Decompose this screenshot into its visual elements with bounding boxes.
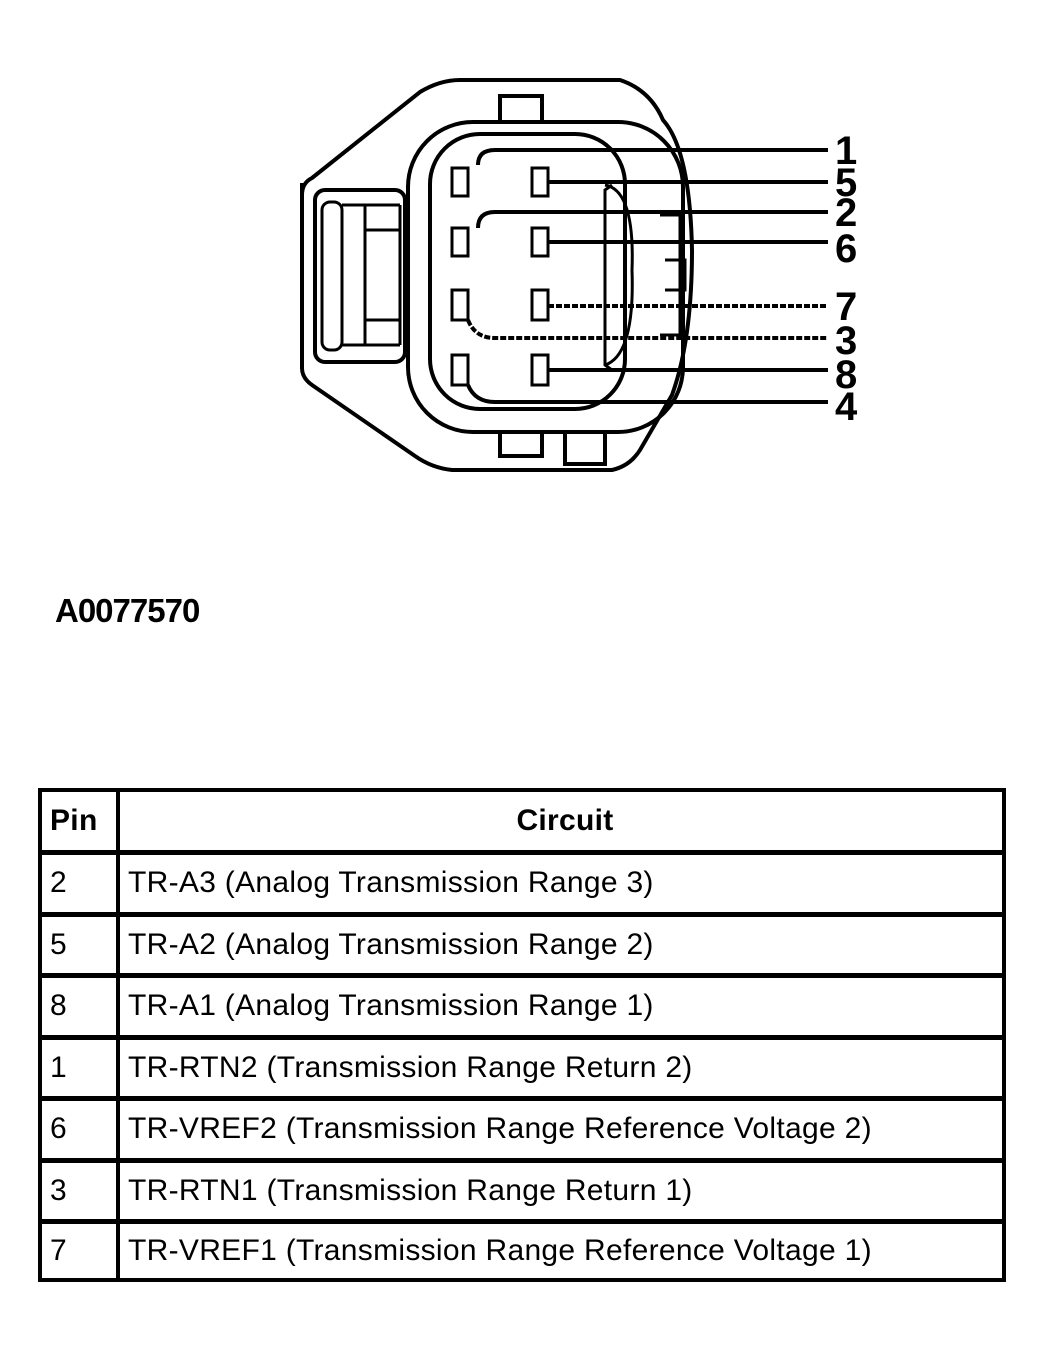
cavity-inner-border [428,132,627,411]
bottom-tab-right [563,430,607,466]
left-latch-outer [313,188,407,364]
pin-label: 3 [835,319,857,363]
cavity-outer-border [406,120,685,434]
connector-diagram: 1 5 2 6 7 3 8 4 [300,78,858,472]
pin-terminal [530,353,550,387]
header-circuit: Circuit [120,792,1002,855]
left-latch-inner [320,200,344,352]
pin-terminal [530,288,550,322]
leader-line-pin-1 [476,148,828,166]
pin-label: 2 [835,191,857,235]
leader-line-pin-4 [466,384,828,404]
pin-terminal [450,226,470,258]
pin-label: 6 [835,227,857,271]
pin-cell: 3 [42,1162,120,1225]
table-row: 1 TR-RTN2 (Transmission Range Return 2) [42,1039,1002,1102]
pin-terminal [530,166,550,198]
table-row: 6 TR-VREF2 (Transmission Range Reference… [42,1101,1002,1163]
table-row: 8 TR-A1 (Analog Transmission Range 1) [42,978,1002,1040]
pin-cell: 7 [42,1224,120,1278]
circuit-cell: TR-A3 (Analog Transmission Range 3) [120,855,1002,917]
pin-cell: 8 [42,978,120,1040]
circuit-cell: TR-VREF2 (Transmission Range Reference V… [120,1101,1002,1163]
pin-label: 4 [835,385,858,429]
table-row: 5 TR-A2 (Analog Transmission Range 2) [42,916,1002,979]
right-rib [603,183,687,372]
table-row: 7 TR-VREF1 (Transmission Range Reference… [42,1224,1002,1278]
circuit-cell: TR-RTN2 (Transmission Range Return 2) [120,1040,1002,1102]
pin-cell: 6 [42,1101,120,1163]
pin-label: 7 [835,285,857,329]
top-latch-tab [498,94,544,124]
pin-circuit-table: Pin Circuit 2 TR-A3 (Analog Transmission… [38,788,1006,1282]
table-row: 3 TR-RTN1 (Transmission Range Return 1) [42,1162,1002,1225]
pin-cell: 2 [42,855,120,917]
circuit-cell: TR-A1 (Analog Transmission Range 1) [120,978,1002,1040]
table-header-row: Pin Circuit [42,792,1002,855]
pin-terminal [450,288,470,322]
pin-label: 5 [835,161,857,205]
left-latch-block [342,203,402,347]
pin-label: 1 [835,129,857,173]
pin-terminal [450,353,470,387]
leader-line-pin-3 [466,319,828,340]
connector-housing-outline [300,78,695,472]
pin-cell: 5 [42,916,120,979]
table-row: 2 TR-A3 (Analog Transmission Range 3) [42,855,1002,917]
circuit-cell: TR-RTN1 (Transmission Range Return 1) [120,1163,1002,1225]
pin-label: 8 [835,353,857,397]
pin-cell: 1 [42,1039,120,1102]
pin-terminal [530,226,550,258]
bottom-tab-left [498,430,544,458]
pin-terminal [450,166,470,198]
circuit-cell: TR-A2 (Analog Transmission Range 2) [120,917,1002,979]
figure-id: A0077570 [55,592,200,629]
circuit-cell: TR-VREF1 (Transmission Range Reference V… [128,1234,872,1268]
header-pin: Pin [42,792,120,855]
right-rib-curve [604,183,634,367]
leader-line-pin-2 [476,210,828,229]
